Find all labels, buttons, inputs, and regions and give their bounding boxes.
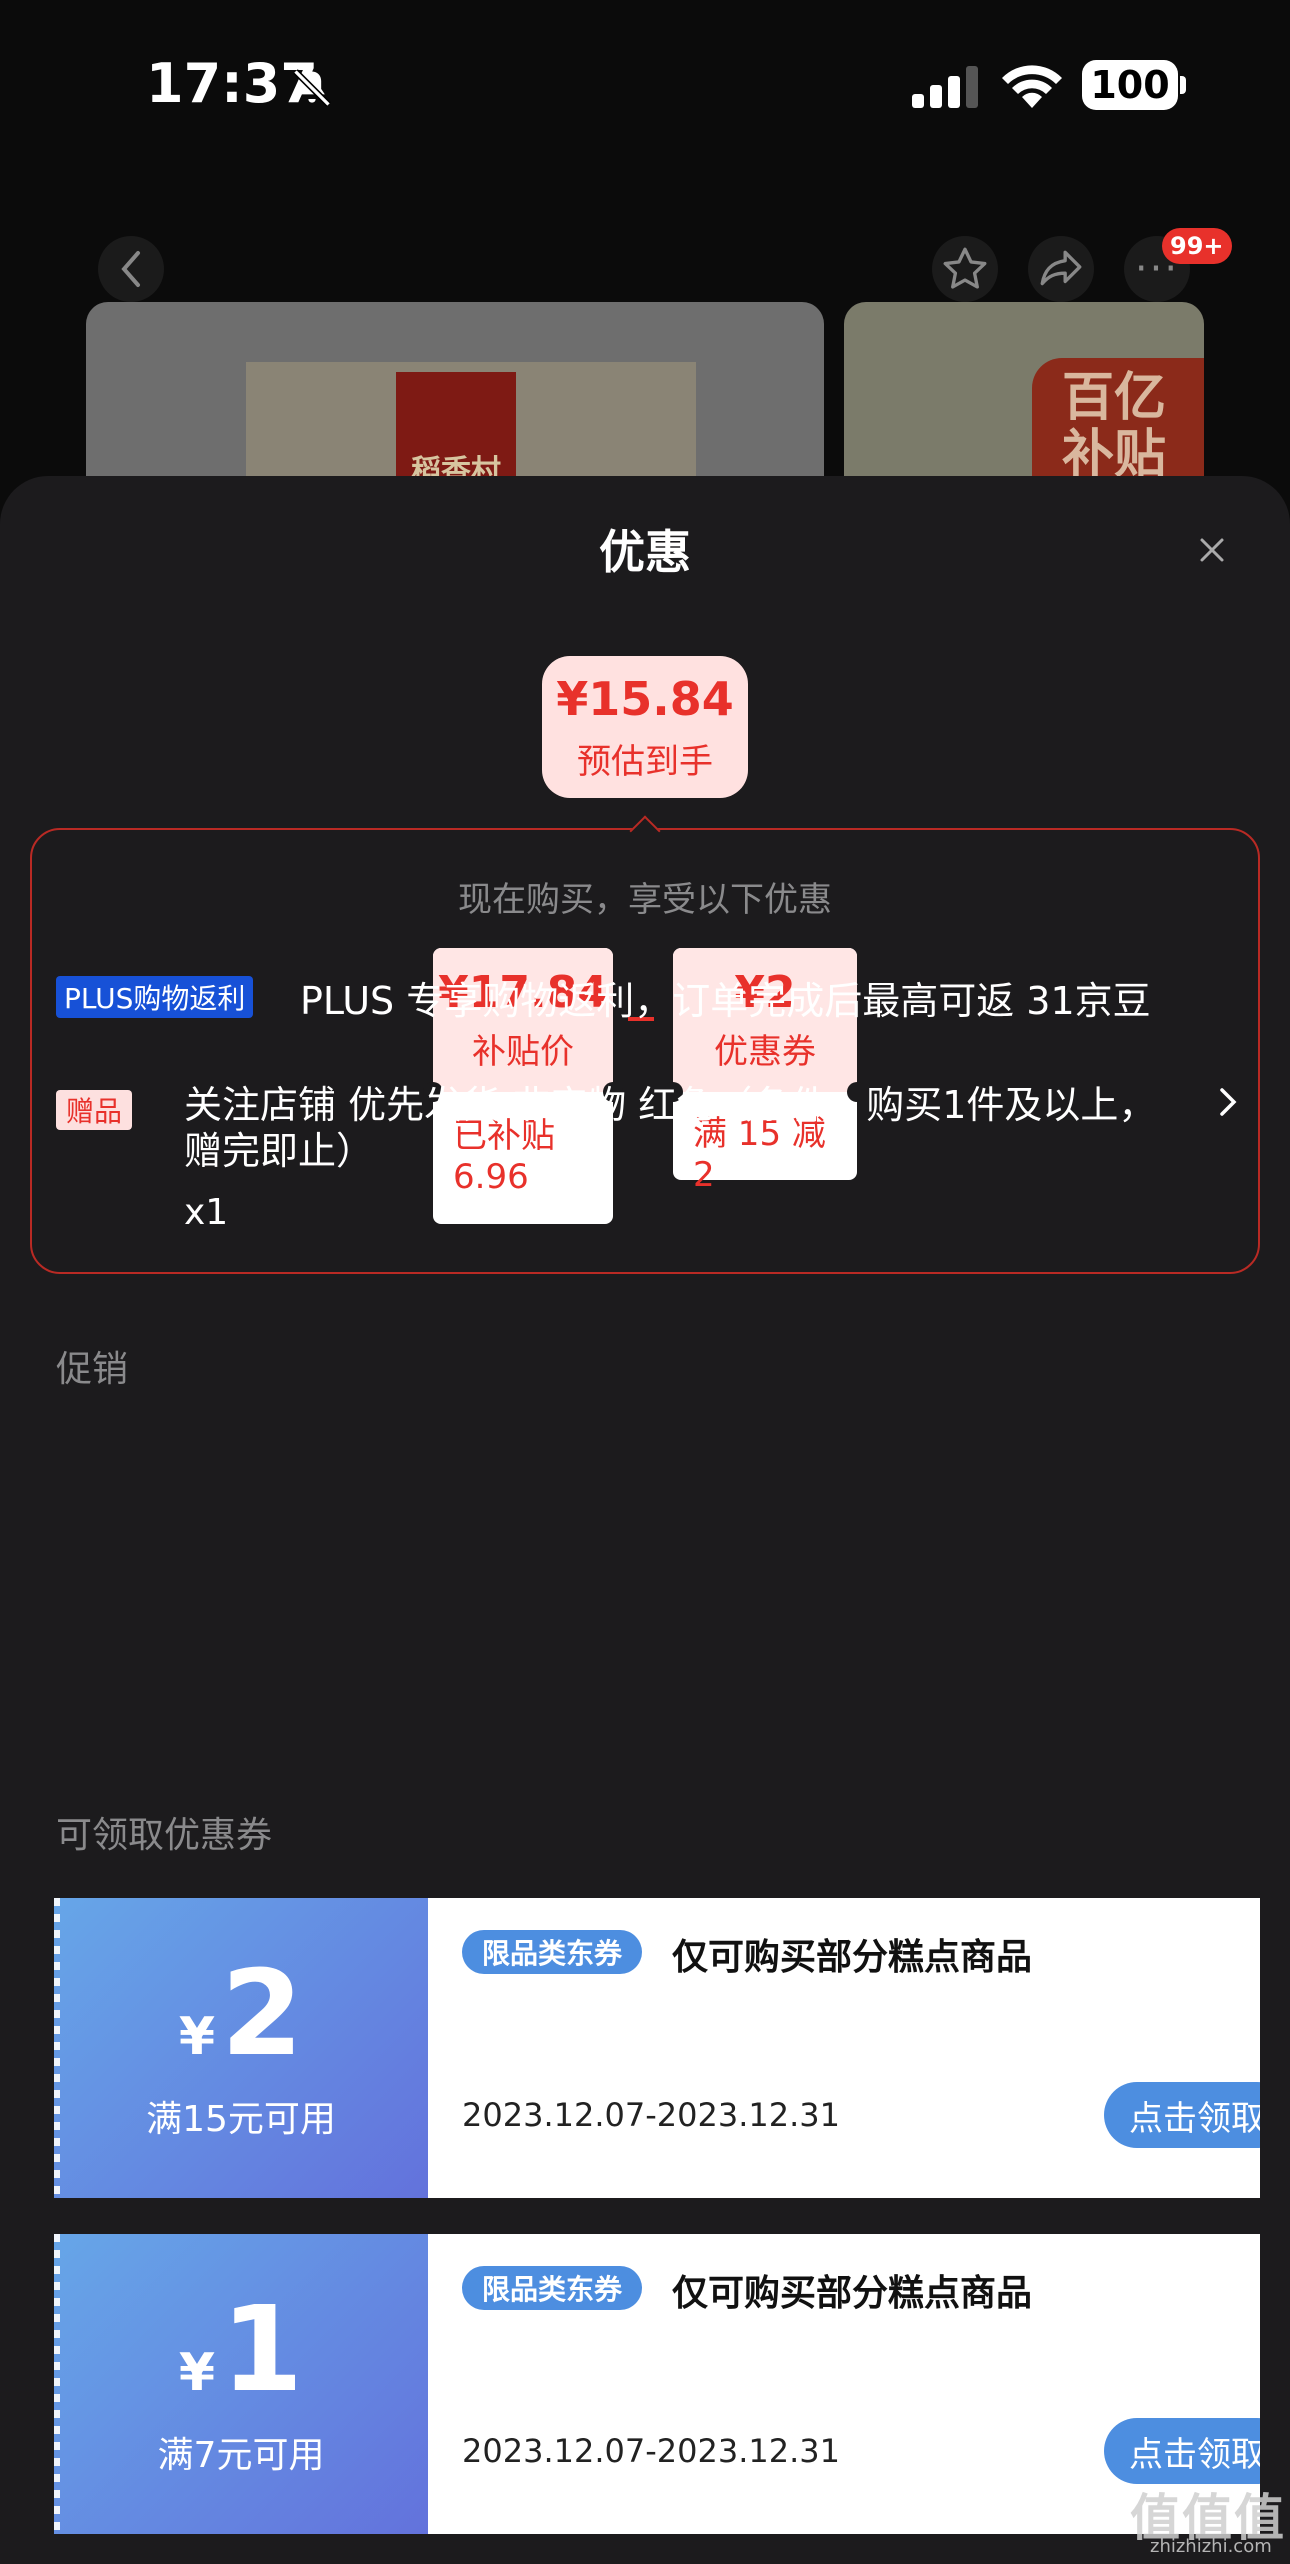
ticket-hole <box>663 1082 683 1102</box>
share-button[interactable] <box>1028 236 1094 302</box>
coupon-date: 2023.12.07-2023.12.31 <box>462 2096 840 2134</box>
coupon-title: 仅可购买部分糕点商品 <box>672 1937 1033 1978</box>
watermark-url: zhizhizhi.com <box>1150 2536 1272 2557</box>
status-time: 17:37 <box>146 52 318 115</box>
ticket-hole <box>847 1082 867 1102</box>
product-image-side[interactable]: 百亿 补贴 <box>844 302 1204 502</box>
coupon-date: 2023.12.07-2023.12.31 <box>462 2432 840 2470</box>
ticket-amount: ¥17.84 <box>438 967 608 1018</box>
ticket-amount: ¥2 <box>734 967 796 1018</box>
claim-coupon-button[interactable]: 点击领取 <box>1104 2082 1260 2148</box>
coupon-card: ¥ 2 满15元可用 限品类东券 仅可购买部分糕点商品 2023.12.07-2… <box>54 1898 1260 2198</box>
gift-badge: 赠品 <box>56 1090 133 1130</box>
coupon-perforation <box>54 1898 60 2198</box>
ticket-hole <box>603 1082 623 1102</box>
coupon-condition: 满7元可用 <box>157 2435 325 2476</box>
subsidy-price-ticket: ¥17.84 补贴价 已补贴 6.96 <box>423 948 623 1224</box>
product-image-main[interactable]: 稻香村 <box>86 302 824 502</box>
coupon-title: 仅可购买部分糕点商品 <box>672 2273 1033 2314</box>
cellular-signal-icon <box>912 66 978 108</box>
wifi-icon <box>1002 65 1062 108</box>
coupon-info-panel: 限品类东券 仅可购买部分糕点商品 2023.12.07-2023.12.31 点… <box>428 1898 1260 2198</box>
coupon-yen: ¥ <box>178 2343 216 2403</box>
coupon-card: ¥ 1 满7元可用 限品类东券 仅可购买部分糕点商品 2023.12.07-20… <box>54 2234 1260 2534</box>
coupon-tag: 限品类东券 <box>462 2266 643 2310</box>
promotion-sheet: 优惠 ¥15.84 预估到手 现在购买，享受以下优惠 ¥17.84 补贴价 已补… <box>0 476 1290 2564</box>
ticket-hole <box>423 1082 443 1102</box>
sheet-title: 优惠 <box>599 525 691 579</box>
close-icon[interactable] <box>1192 530 1232 570</box>
favorite-button[interactable] <box>932 236 998 302</box>
coupon-perforation <box>54 2234 60 2534</box>
back-button[interactable] <box>98 236 164 302</box>
coupon-number: 1 <box>221 2280 304 2418</box>
coupon-ticket: ¥2 优惠券 满 15 减 2 <box>663 948 867 1195</box>
gift-quantity: x1 <box>184 1192 229 1233</box>
plus-rebate-badge: PLUS购物返利 <box>56 976 254 1018</box>
coupon-condition: 满15元可用 <box>146 2099 336 2140</box>
coupon-info-panel: 限品类东券 仅可购买部分糕点商品 2023.12.07-2023.12.31 点… <box>428 2234 1260 2534</box>
ticket-top: ¥17.84 补贴价 <box>433 948 613 1092</box>
coupon-amount: ¥ 1 <box>179 2290 303 2408</box>
plus-rebate-text: PLUS 专享购物返利，订单完成后最高可返 31京豆 <box>300 979 1151 1023</box>
share-icon <box>1040 250 1082 286</box>
ticket-label: 补贴价 <box>472 1032 574 1072</box>
battery-tip <box>1180 76 1186 94</box>
chevron-left-icon <box>121 251 140 287</box>
calc-subtitle: 现在购买，享受以下优惠 <box>458 880 832 920</box>
coupon-amount: ¥ 2 <box>179 1954 303 2072</box>
more-badge: 99+ <box>1162 228 1232 264</box>
watermark-logo: 值值值 <box>1130 2489 1286 2547</box>
gift-text[interactable]: 关注店铺 优先发货 非实物 红色（条件：购买1件及以上，赠完即止） <box>184 1083 1157 1173</box>
coupon-yen: ¥ <box>178 2007 216 2067</box>
coupon-number: 2 <box>221 1944 304 2082</box>
ticket-detail: 已补贴 6.96 <box>453 1116 555 1197</box>
promo-section-title: 促销 <box>56 1349 129 1390</box>
coupon-tag: 限品类东券 <box>462 1930 643 1974</box>
minus-sign <box>628 1017 654 1021</box>
ticket-detail: 满 15 减 2 <box>693 1114 826 1195</box>
status-bar: 17:37 100 <box>0 0 1290 170</box>
ticket-label: 优惠券 <box>714 1032 816 1072</box>
claim-coupon-button[interactable]: 点击领取 <box>1104 2418 1260 2484</box>
star-icon <box>943 247 987 289</box>
chevron-right-icon[interactable] <box>1216 1082 1240 1122</box>
coupon-section-title: 可领取优惠券 <box>56 1815 273 1856</box>
ticket-top: ¥2 优惠券 <box>673 948 857 1092</box>
estimated-label: 预估到手 <box>577 741 713 782</box>
coupon-value-panel: ¥ 2 满15元可用 <box>54 1898 428 2198</box>
coupon-value-panel: ¥ 1 满7元可用 <box>54 2234 428 2534</box>
battery-indicator: 100 <box>1082 60 1178 110</box>
estimated-price-bubble: ¥15.84 预估到手 <box>542 656 748 798</box>
bell-muted-icon <box>293 69 331 107</box>
estimated-price: ¥15.84 <box>556 671 734 726</box>
